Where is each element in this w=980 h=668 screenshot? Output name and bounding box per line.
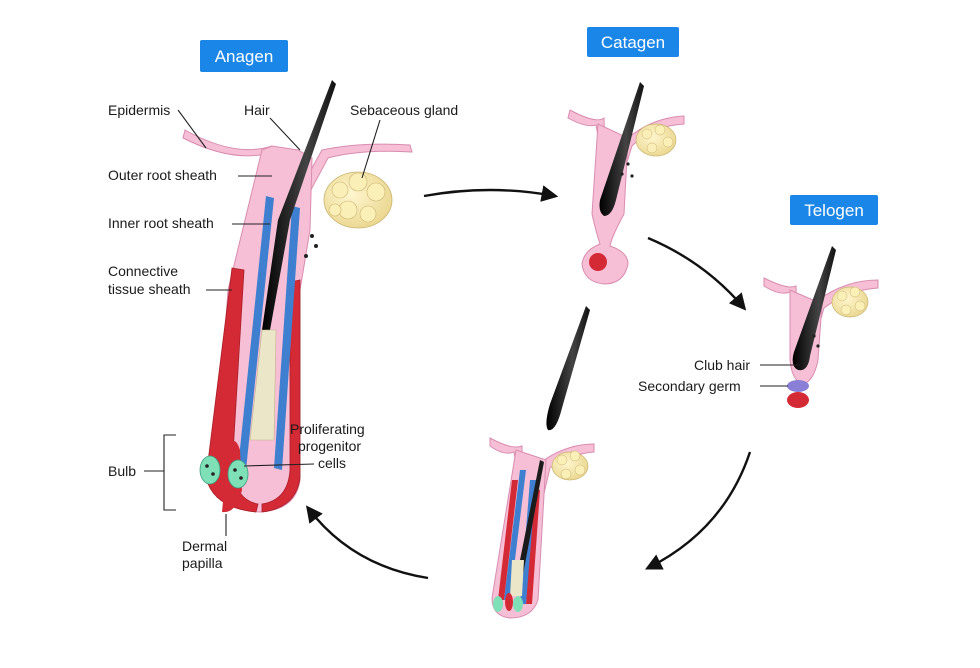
label-connective-2: tissue sheath: [108, 281, 191, 297]
label-secondary-germ: Secondary germ: [638, 378, 741, 394]
phase-anagen-label: Anagen: [215, 47, 274, 66]
anagen-epidermis: [182, 129, 413, 246]
anagen-progenitor-right: [227, 459, 249, 489]
telogen-sebaceous-gland: [831, 286, 869, 318]
phase-catagen: Catagen: [587, 27, 679, 57]
label-proliferating-2: progenitor: [298, 438, 361, 454]
anagen-hair-core: [249, 329, 277, 441]
phase-telogen: Telogen: [790, 195, 878, 225]
anagen-inner-root-sheath-left: [238, 196, 274, 470]
telogen-secondary-germ: [787, 380, 809, 392]
label-connective-1: Connective: [108, 263, 178, 279]
phase-catagen-label: Catagen: [601, 33, 665, 52]
telogen-follicle: [763, 246, 879, 408]
catagen-hair-shaft: [599, 82, 644, 216]
anagen-hair-shaft: [262, 80, 336, 330]
label-hair: Hair: [244, 102, 270, 118]
label-sebaceous-gland: Sebaceous gland: [350, 102, 458, 118]
label-proliferating-3: cells: [318, 455, 346, 471]
label-outer-root-sheath: Outer root sheath: [108, 167, 217, 183]
arrow-telogen-to-anagen: [644, 451, 752, 570]
label-epidermis: Epidermis: [108, 102, 170, 118]
label-bulb: Bulb: [108, 463, 136, 479]
label-club-hair: Club hair: [694, 357, 750, 373]
anagen-follicle: [182, 80, 413, 513]
anagen-progenitor-left: [199, 455, 221, 485]
anagen-sebaceous-gland: [323, 171, 393, 229]
catagen-sebaceous-gland: [635, 123, 677, 157]
label-proliferating-1: Proliferating: [290, 421, 365, 437]
early-anagen-sebaceous-gland: [551, 450, 589, 481]
arrow-anagen-to-catagen: [423, 185, 559, 202]
arrow-early-anagen-to-anagen: [305, 505, 429, 580]
telogen-dermal-papilla: [787, 392, 809, 408]
anagen-inner-root-sheath-right: [274, 206, 300, 470]
label-dermal-2: papilla: [182, 555, 223, 571]
early-anagen-hair-tip: [546, 306, 590, 431]
phase-telogen-label: Telogen: [804, 201, 864, 220]
catagen-follicle: [567, 82, 685, 285]
arrow-catagen-to-telogen: [647, 236, 747, 311]
label-inner-root-sheath: Inner root sheath: [108, 215, 214, 231]
catagen-dermal-papilla: [589, 253, 607, 271]
phase-anagen: Anagen: [200, 40, 288, 72]
label-dermal-1: Dermal: [182, 538, 227, 554]
early-anagen-follicle: [489, 306, 595, 619]
telogen-club-hair: [792, 246, 836, 371]
